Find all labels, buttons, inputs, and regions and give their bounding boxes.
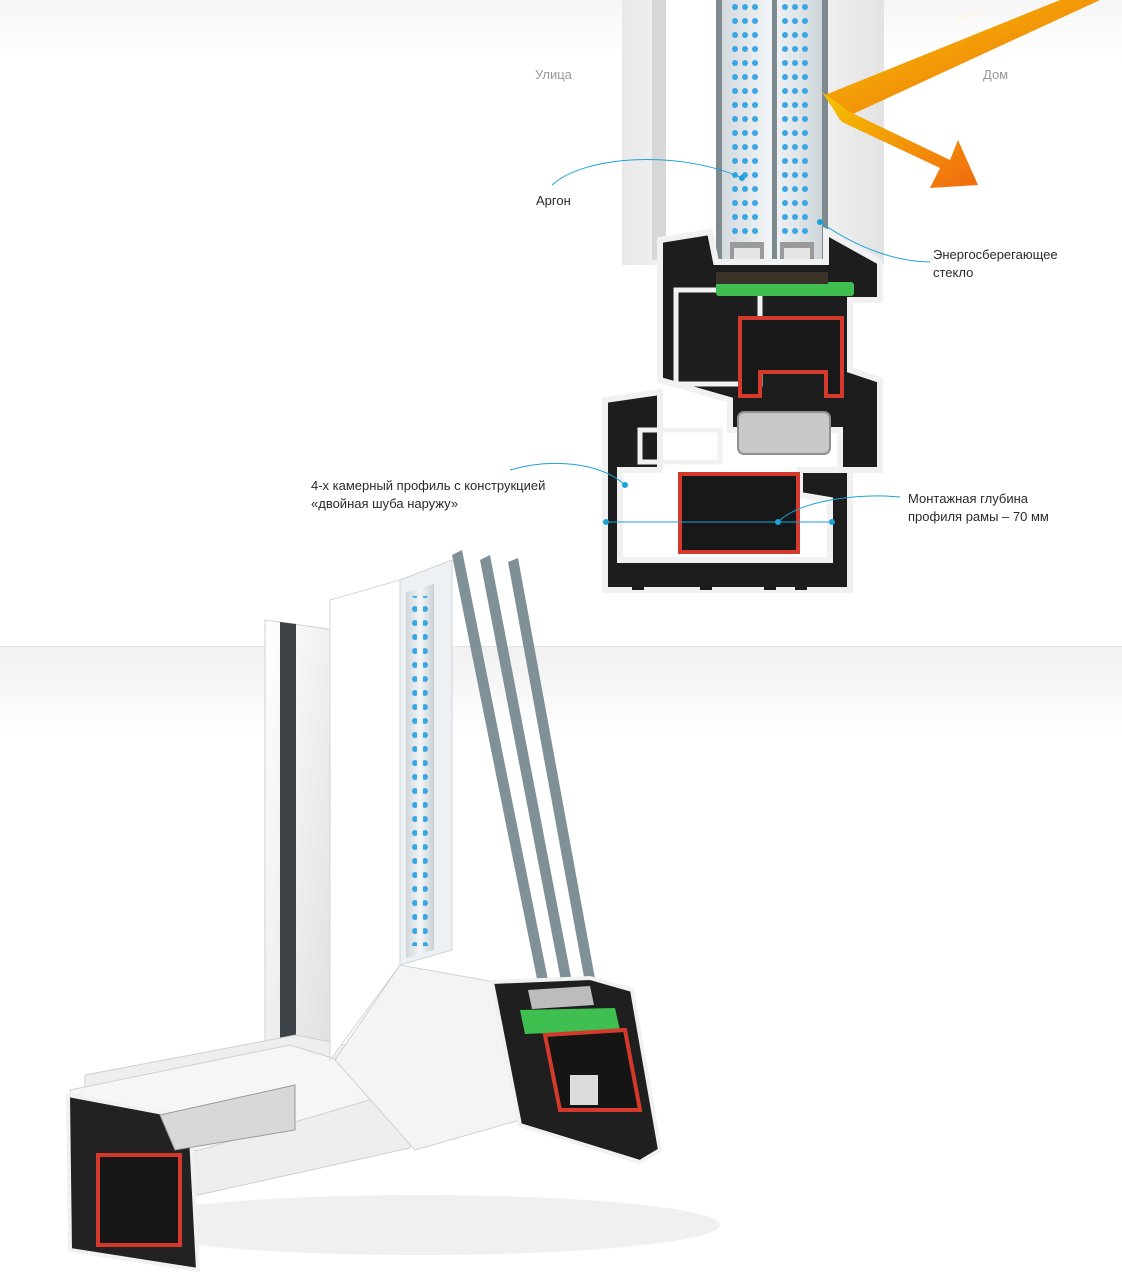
glass-unit bbox=[716, 0, 828, 270]
depth-label-line2: профиля рамы – 70 мм bbox=[908, 509, 1049, 524]
heat-arrow bbox=[822, 0, 1100, 188]
argon-callout-dot bbox=[739, 175, 745, 181]
profile-label-line2: «двойная шуба наружу» bbox=[311, 496, 459, 511]
profile-callout-line bbox=[509, 462, 626, 486]
depth-label-line1: Монтажная глубина bbox=[908, 491, 1028, 506]
section-divider bbox=[0, 646, 1122, 647]
depth-callout-line bbox=[777, 495, 901, 523]
left-profile-section bbox=[65, 1084, 296, 1273]
argon-label: Аргон bbox=[536, 193, 571, 208]
cross-section-profile bbox=[602, 0, 1100, 593]
depth-end-dot bbox=[829, 519, 835, 525]
glass-callout-dot bbox=[817, 219, 823, 225]
argon-callout-line bbox=[551, 159, 743, 186]
glass-label-line2: стекло bbox=[933, 265, 974, 280]
street-label: Улица bbox=[535, 67, 572, 82]
right-profile-section bbox=[489, 975, 663, 1165]
top-shading bbox=[0, 0, 1122, 60]
glass-label-line1: Энергосберегающее bbox=[933, 247, 1058, 262]
profile-label-line1: 4-х камерный профиль с конструкцией bbox=[311, 478, 546, 493]
depth-start-dot bbox=[603, 519, 609, 525]
profile-callout-dot bbox=[622, 482, 628, 488]
home-label: Дом bbox=[983, 67, 1009, 82]
callout-lines bbox=[509, 159, 931, 525]
section-shading bbox=[0, 647, 1122, 737]
window-corner-3d bbox=[65, 550, 720, 1273]
glass-callout-line bbox=[819, 221, 931, 263]
depth-callout-dot bbox=[775, 519, 781, 525]
